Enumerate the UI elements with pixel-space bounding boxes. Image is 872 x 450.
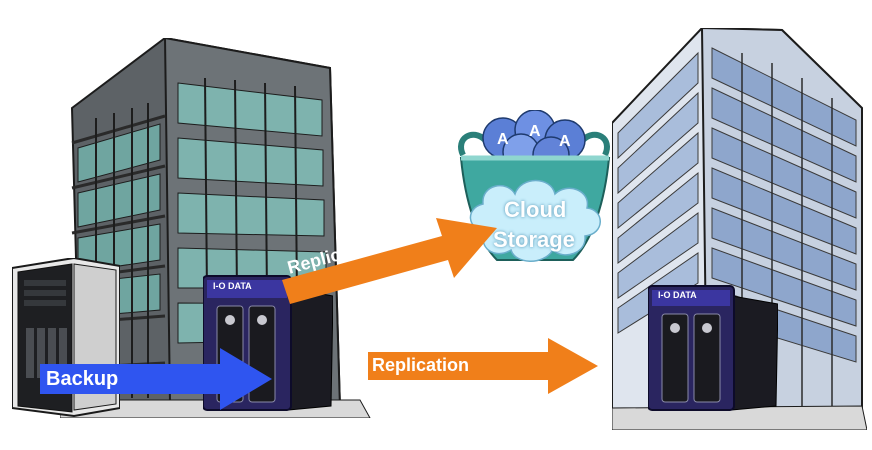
cloud-storage-basket: A A A Cloud Storage bbox=[455, 110, 615, 280]
cloud-label-line1: Cloud bbox=[504, 197, 567, 222]
remote-nas-device: I-O DATA bbox=[648, 282, 778, 412]
cloud-label-line2: Storage bbox=[493, 227, 575, 252]
replication-remote-label: Replication bbox=[372, 355, 470, 375]
backup-arrow: Backup bbox=[40, 348, 272, 410]
app-ball-icon: A bbox=[559, 133, 571, 150]
replication-to-cloud-arrow: Replication bbox=[282, 200, 497, 315]
nas-brand-label: I-O DATA bbox=[213, 281, 252, 291]
app-ball-icon: A bbox=[529, 123, 541, 140]
backup-label: Backup bbox=[46, 368, 119, 390]
nas-brand-label-remote: I-O DATA bbox=[658, 290, 697, 300]
app-ball-icon: A bbox=[497, 131, 509, 148]
replication-to-remote-arrow: Replication bbox=[368, 338, 598, 394]
